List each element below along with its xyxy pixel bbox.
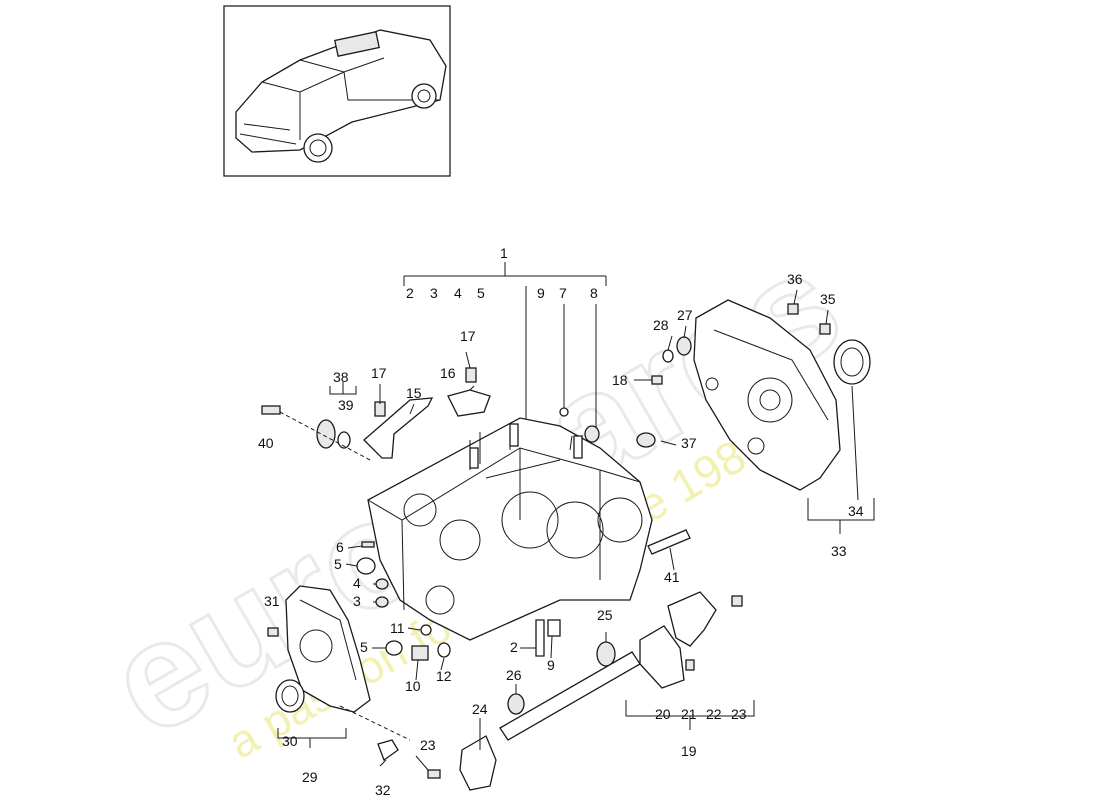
label-27: 27 bbox=[677, 307, 693, 323]
label-23-right: 23 bbox=[731, 706, 747, 722]
label-25: 25 bbox=[597, 607, 613, 623]
label-36: 36 bbox=[787, 271, 803, 287]
label-22: 22 bbox=[706, 706, 722, 722]
sensor-38 bbox=[316, 419, 336, 449]
bolt-35 bbox=[819, 323, 831, 335]
label-37: 37 bbox=[681, 435, 697, 451]
cover-16 bbox=[447, 389, 491, 417]
seal-30 bbox=[275, 679, 305, 713]
pump-22 bbox=[667, 591, 717, 647]
label-9-low: 9 bbox=[547, 657, 555, 673]
label-11: 11 bbox=[390, 620, 405, 636]
rear-cover bbox=[693, 299, 875, 534]
bolt-23-lower bbox=[427, 769, 441, 779]
bolt-17-right bbox=[465, 367, 477, 383]
label-4-mid: 4 bbox=[353, 575, 361, 591]
sleeve-9 bbox=[547, 619, 561, 637]
label-34: 34 bbox=[848, 503, 864, 519]
label-19: 19 bbox=[681, 743, 697, 759]
label-5-low: 5 bbox=[360, 639, 368, 655]
label-1: 1 bbox=[500, 245, 508, 261]
pin-7 bbox=[559, 407, 569, 417]
timing-cover bbox=[267, 585, 411, 762]
label-3-top: 3 bbox=[430, 285, 438, 301]
pin-6 bbox=[361, 541, 375, 548]
label-6: 6 bbox=[336, 539, 344, 555]
plug-3 bbox=[375, 596, 389, 608]
label-38: 38 bbox=[333, 369, 349, 385]
clip-37 bbox=[636, 432, 656, 448]
label-20: 20 bbox=[655, 706, 671, 722]
label-4-top: 4 bbox=[454, 285, 462, 301]
plug-5a bbox=[356, 557, 376, 575]
label-29: 29 bbox=[302, 769, 318, 785]
label-3-mid: 3 bbox=[353, 593, 361, 609]
sensor-32 bbox=[377, 739, 399, 762]
label-26: 26 bbox=[506, 667, 522, 683]
label-10: 10 bbox=[405, 678, 421, 694]
plug-27 bbox=[676, 336, 692, 356]
label-15: 15 bbox=[406, 385, 422, 401]
bolt-23 bbox=[731, 595, 743, 607]
label-30: 30 bbox=[282, 733, 298, 749]
label-7: 7 bbox=[559, 285, 567, 301]
label-32: 32 bbox=[375, 782, 391, 798]
engine-block bbox=[367, 417, 653, 641]
plug-4 bbox=[375, 578, 389, 590]
label-12: 12 bbox=[436, 668, 452, 684]
label-8: 8 bbox=[590, 285, 598, 301]
ring-12 bbox=[437, 642, 451, 658]
plug-8 bbox=[584, 425, 600, 443]
leader-lines bbox=[345, 289, 829, 771]
vehicle-thumbnail bbox=[223, 5, 451, 177]
label-18: 18 bbox=[612, 372, 628, 388]
suv-illustration bbox=[235, 29, 447, 163]
label-31: 31 bbox=[264, 593, 280, 609]
label-41: 41 bbox=[664, 569, 680, 585]
tube-41 bbox=[647, 529, 691, 555]
bolt-36 bbox=[787, 303, 799, 315]
bolt-40 bbox=[261, 405, 281, 415]
label-16: 16 bbox=[440, 365, 456, 381]
bracket-15 bbox=[363, 397, 434, 459]
bolt-17-left bbox=[374, 401, 386, 417]
label-39: 39 bbox=[338, 397, 354, 413]
label-35: 35 bbox=[820, 291, 836, 307]
plug-18 bbox=[651, 375, 663, 385]
label-5-mid: 5 bbox=[334, 556, 342, 572]
label-5-top: 5 bbox=[477, 285, 485, 301]
bracket-1: 1 2 3 4 5 9 7 8 bbox=[403, 245, 607, 428]
bolt-31 bbox=[267, 627, 279, 637]
label-40: 40 bbox=[258, 435, 274, 451]
bolt-21 bbox=[685, 659, 695, 671]
label-17-right: 17 bbox=[460, 328, 476, 344]
plug-5b bbox=[385, 640, 403, 656]
weight-24 bbox=[459, 735, 497, 791]
label-24: 24 bbox=[472, 701, 488, 717]
ring-39 bbox=[337, 431, 351, 449]
bearing-26 bbox=[507, 693, 525, 715]
label-23-low: 23 bbox=[420, 737, 436, 753]
label-9-top: 9 bbox=[537, 285, 545, 301]
plate-20 bbox=[639, 625, 685, 689]
label-28: 28 bbox=[653, 317, 669, 333]
label-2-low: 2 bbox=[510, 639, 518, 655]
bearing-25 bbox=[596, 641, 616, 667]
balance-shaft-assembly bbox=[427, 529, 755, 791]
callout-labels: 36 35 28 27 18 37 38 39 40 17 17 16 15 6… bbox=[258, 271, 864, 798]
ring-28 bbox=[662, 349, 674, 363]
upper-left-parts bbox=[261, 367, 491, 461]
label-2-top: 2 bbox=[406, 285, 414, 301]
label-33: 33 bbox=[831, 543, 847, 559]
ring-11 bbox=[420, 624, 432, 636]
bolt-2 bbox=[535, 619, 545, 657]
label-17-left: 17 bbox=[371, 365, 387, 381]
label-21: 21 bbox=[681, 706, 697, 722]
insert-10 bbox=[411, 645, 429, 661]
